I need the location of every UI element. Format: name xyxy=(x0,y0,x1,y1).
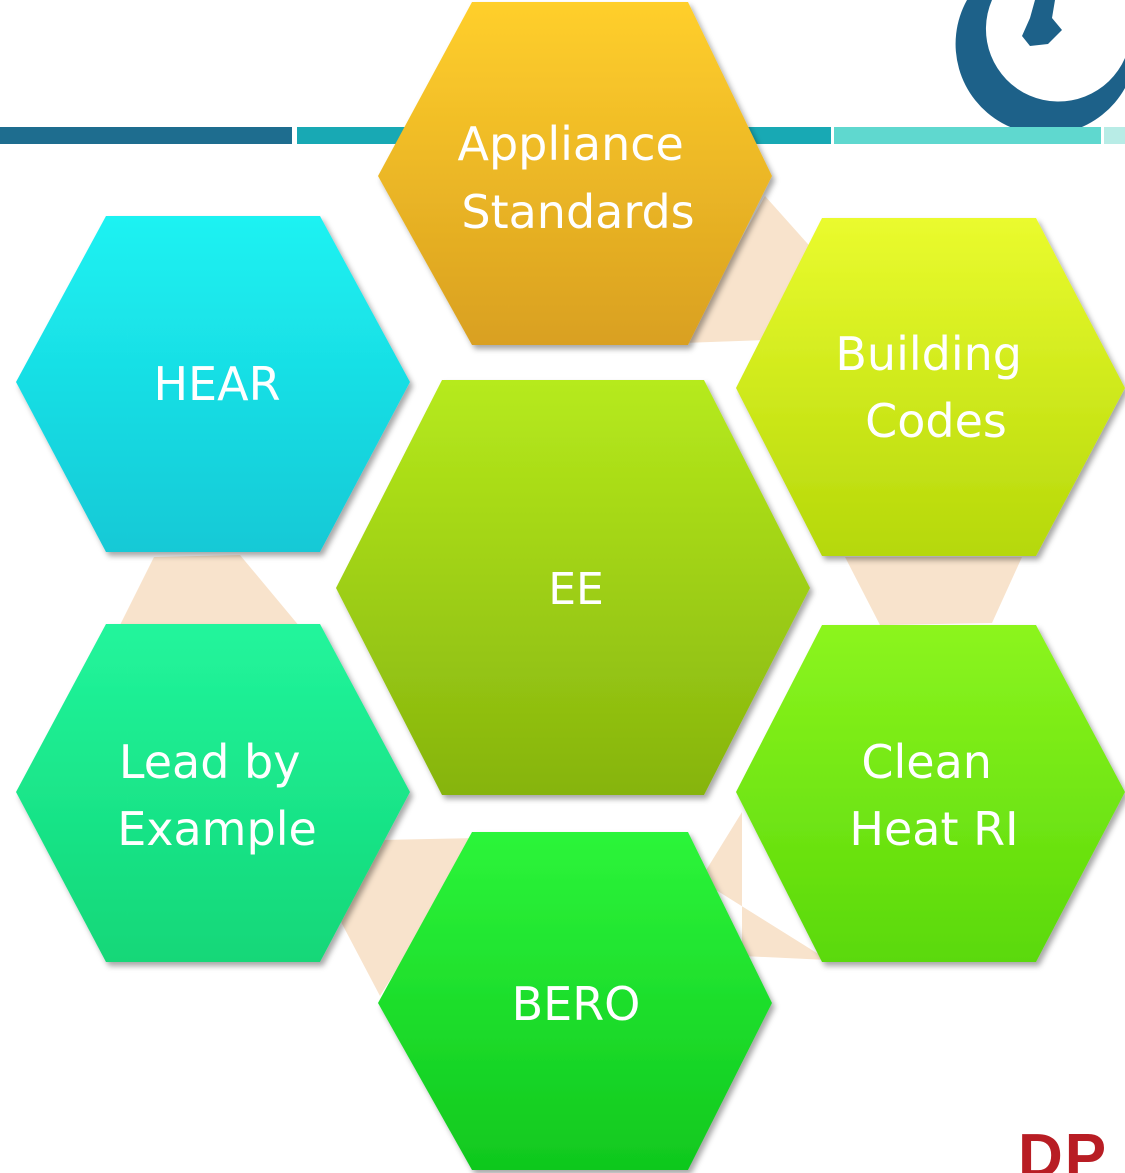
logo-emblem xyxy=(955,0,1125,135)
connector-building-clean xyxy=(845,557,1022,625)
label-ee-center: EE xyxy=(548,564,604,615)
connector-bero-lead xyxy=(340,838,478,996)
label-appliance-standards: Appliance Standards xyxy=(458,117,699,239)
hex-appliance-standards xyxy=(378,2,772,345)
hex-bero xyxy=(378,832,772,1170)
hex-ee-center xyxy=(336,380,810,795)
label-bero: BERO xyxy=(512,977,641,1031)
hex-clean-heat-ri xyxy=(736,625,1125,962)
label-clean-heat-ri: Clean Heat RI xyxy=(849,735,1018,856)
brand-logo-fragment: DP xyxy=(1018,1122,1109,1173)
connectors xyxy=(120,196,1022,996)
hex-building-codes xyxy=(736,218,1125,556)
hex-lead-by-example xyxy=(16,624,410,962)
connector-clean-bero xyxy=(700,812,828,960)
hex-hear xyxy=(16,216,410,552)
label-hear: HEAR xyxy=(153,357,280,411)
connector-lead-hear xyxy=(120,555,300,627)
label-building-codes: Building Codes xyxy=(835,327,1036,448)
label-lead-by-example: Lead by Example xyxy=(117,735,317,856)
